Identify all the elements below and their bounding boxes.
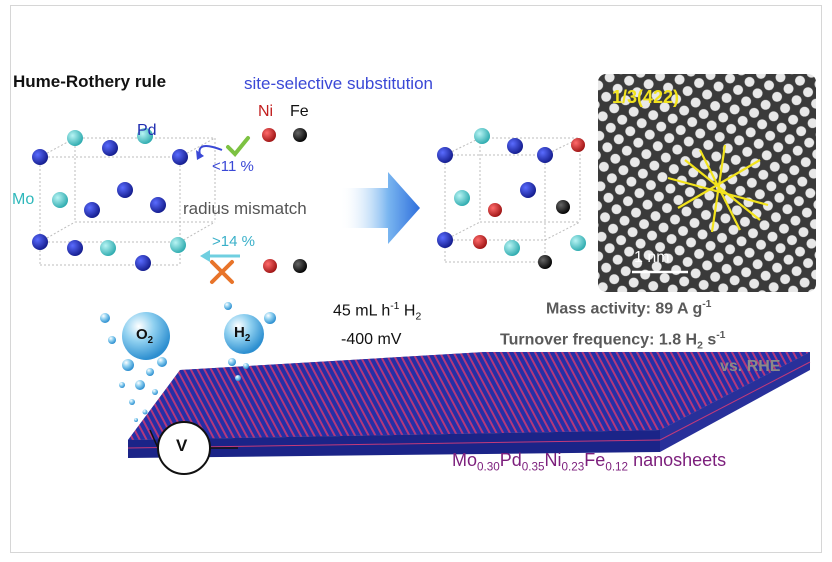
pd-atom — [172, 149, 188, 165]
mo-atom — [454, 190, 470, 206]
voltmeter-label: V — [176, 436, 188, 455]
pd-atom — [32, 149, 48, 165]
curved-arrow-icon — [198, 145, 223, 156]
pd-atom — [32, 234, 48, 250]
pd-atom — [84, 202, 100, 218]
figure-title: Hume-Rothery rule — [13, 72, 167, 91]
pd-atom — [507, 138, 523, 154]
right-lattice-atoms — [437, 128, 586, 269]
mo-atom — [100, 240, 116, 256]
ni-legend-atom — [262, 128, 276, 142]
potential: -400 mV — [341, 331, 402, 348]
o2-bubble — [122, 312, 170, 360]
h2-rate: 45 mL h-1 H2 — [333, 301, 422, 323]
pd-atom — [437, 232, 453, 248]
pd-atom — [102, 140, 118, 156]
mo-atom — [570, 235, 586, 251]
cross-icon — [210, 260, 234, 284]
o2-label: O2 — [136, 326, 154, 346]
nanosheet-stack — [127, 352, 811, 458]
ni-atom — [263, 259, 277, 273]
stem-image — [598, 74, 816, 292]
figure-subtitle: site-selective substitution — [244, 74, 433, 93]
ok-criterion: <11 % — [212, 158, 254, 175]
fe-atom — [293, 259, 307, 273]
turnover-frequency: Turnover frequency: 1.8 H2 s-1 — [500, 330, 726, 352]
transform-arrow-icon — [340, 172, 420, 244]
mo-label: Mo — [12, 191, 35, 208]
mo-atom — [504, 240, 520, 256]
mo-atom — [137, 128, 153, 144]
mass-activity: Mass activity: 89 A g-1 — [546, 299, 712, 318]
fail-criterion: >14 % — [212, 233, 255, 250]
composition-formula: Mo0.30Pd0.35Ni0.23Fe0.12 nanosheets — [452, 450, 727, 474]
fe-atom — [538, 255, 552, 269]
scale-bar-label: 1 nm — [634, 249, 670, 266]
pd-atom — [67, 240, 83, 256]
mo-atom — [170, 237, 186, 253]
pd-atom — [437, 147, 453, 163]
reference-electrode: vs. RHE — [720, 358, 781, 375]
ni-label: Ni — [258, 103, 274, 120]
stem-plane-label: 1/3(422) — [612, 87, 680, 107]
h2-label: H2 — [234, 324, 251, 344]
mo-atom — [67, 130, 83, 146]
h2-bubbles — [224, 302, 276, 381]
fe-legend-atom — [293, 128, 307, 142]
pd-atom — [537, 147, 553, 163]
pd-label: Pd — [137, 122, 157, 139]
ni-atom — [488, 203, 502, 217]
o2-bubbles — [100, 312, 170, 422]
ni-atom — [473, 235, 487, 249]
voltmeter — [157, 421, 211, 475]
right-lattice-edges — [444, 137, 581, 263]
pd-atom — [520, 182, 536, 198]
check-icon — [226, 136, 250, 157]
fe-atom — [556, 200, 570, 214]
mo-atom — [52, 192, 68, 208]
pd-atom — [117, 182, 133, 198]
mo-atom — [474, 128, 490, 144]
h2-bubble — [224, 314, 264, 354]
mismatch-label: radius mismatch — [183, 199, 307, 218]
fe-label: Fe — [290, 103, 309, 120]
pd-atom — [150, 197, 166, 213]
pd-atom — [135, 255, 151, 271]
lattice-plane-lines — [667, 144, 769, 233]
left-lattice-atoms — [32, 128, 188, 271]
ni-atom — [571, 138, 585, 152]
